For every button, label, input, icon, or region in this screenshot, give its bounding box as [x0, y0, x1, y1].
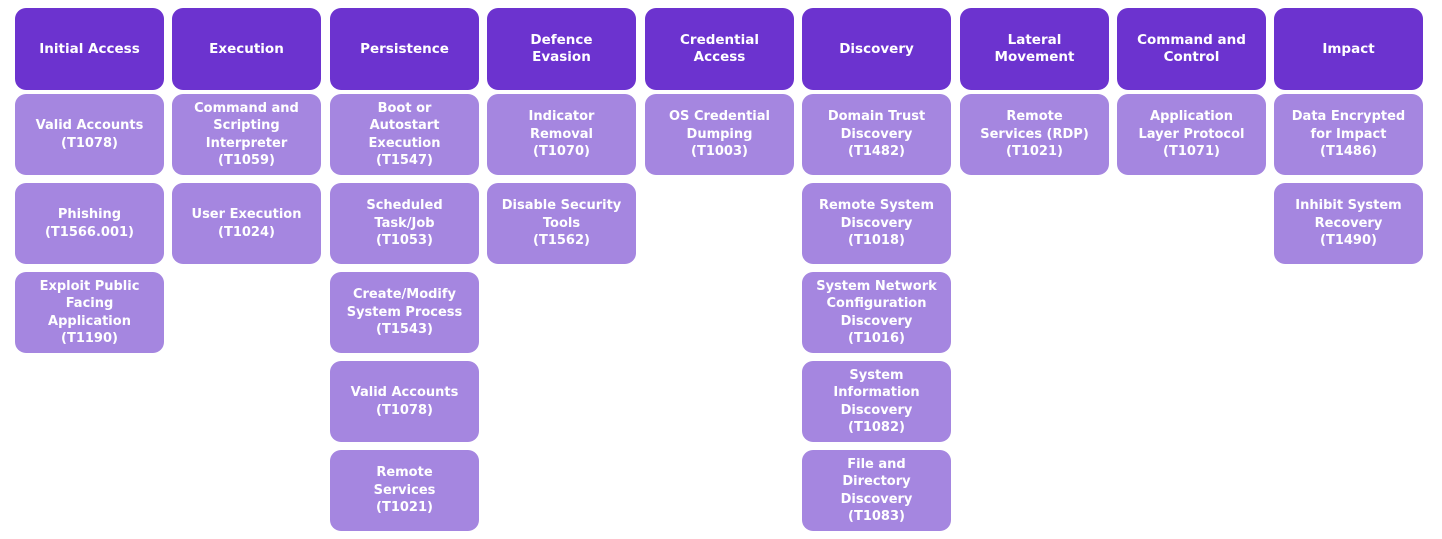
technique-card[interactable]: Data Encrypted for Impact (T1486) — [1274, 94, 1423, 175]
tactic-header-impact[interactable]: Impact — [1274, 8, 1423, 90]
column-persistence: Persistence Boot or Autostart Execution … — [330, 8, 479, 539]
tactic-header-discovery[interactable]: Discovery — [802, 8, 951, 90]
technique-card[interactable]: Boot or Autostart Execution (T1547) — [330, 94, 479, 175]
column-impact: Impact Data Encrypted for Impact (T1486)… — [1274, 8, 1423, 272]
tactic-header-persistence[interactable]: Persistence — [330, 8, 479, 90]
technique-card[interactable]: User Execution (T1024) — [172, 183, 321, 264]
column-command-and-control: Command and Control Application Layer Pr… — [1117, 8, 1266, 183]
technique-card[interactable]: Create/Modify System Process (T1543) — [330, 272, 479, 353]
technique-card[interactable]: Valid Accounts (T1078) — [15, 94, 164, 175]
technique-card[interactable]: System Information Discovery (T1082) — [802, 361, 951, 442]
column-discovery: Discovery Domain Trust Discovery (T1482)… — [802, 8, 951, 539]
tactic-header-lateral-movement[interactable]: Lateral Movement — [960, 8, 1109, 90]
tactic-header-execution[interactable]: Execution — [172, 8, 321, 90]
column-lateral-movement: Lateral Movement Remote Services (RDP) (… — [960, 8, 1109, 183]
technique-card[interactable]: Command and Scripting Interpreter (T1059… — [172, 94, 321, 175]
technique-card[interactable]: Disable Security Tools (T1562) — [487, 183, 636, 264]
technique-card[interactable]: System Network Configuration Discovery (… — [802, 272, 951, 353]
tactic-header-credential-access[interactable]: Credential Access — [645, 8, 794, 90]
technique-card[interactable]: Remote Services (RDP) (T1021) — [960, 94, 1109, 175]
column-initial-access: Initial Access Valid Accounts (T1078) Ph… — [15, 8, 164, 361]
technique-card[interactable]: Phishing (T1566.001) — [15, 183, 164, 264]
technique-card[interactable]: Indicator Removal (T1070) — [487, 94, 636, 175]
technique-card[interactable]: OS Credential Dumping (T1003) — [645, 94, 794, 175]
tactic-header-defence-evasion[interactable]: Defence Evasion — [487, 8, 636, 90]
tactic-header-command-and-control[interactable]: Command and Control — [1117, 8, 1266, 90]
technique-card[interactable]: Valid Accounts (T1078) — [330, 361, 479, 442]
column-credential-access: Credential Access OS Credential Dumping … — [645, 8, 794, 183]
technique-card[interactable]: Remote System Discovery (T1018) — [802, 183, 951, 264]
technique-card[interactable]: Scheduled Task/Job (T1053) — [330, 183, 479, 264]
column-execution: Execution Command and Scripting Interpre… — [172, 8, 321, 272]
technique-card[interactable]: File and Directory Discovery (T1083) — [802, 450, 951, 531]
technique-card[interactable]: Exploit Public Facing Application (T1190… — [15, 272, 164, 353]
column-defence-evasion: Defence Evasion Indicator Removal (T1070… — [487, 8, 636, 272]
technique-card[interactable]: Inhibit System Recovery (T1490) — [1274, 183, 1423, 264]
technique-card[interactable]: Remote Services (T1021) — [330, 450, 479, 531]
tactic-header-initial-access[interactable]: Initial Access — [15, 8, 164, 90]
technique-card[interactable]: Domain Trust Discovery (T1482) — [802, 94, 951, 175]
technique-card[interactable]: Application Layer Protocol (T1071) — [1117, 94, 1266, 175]
